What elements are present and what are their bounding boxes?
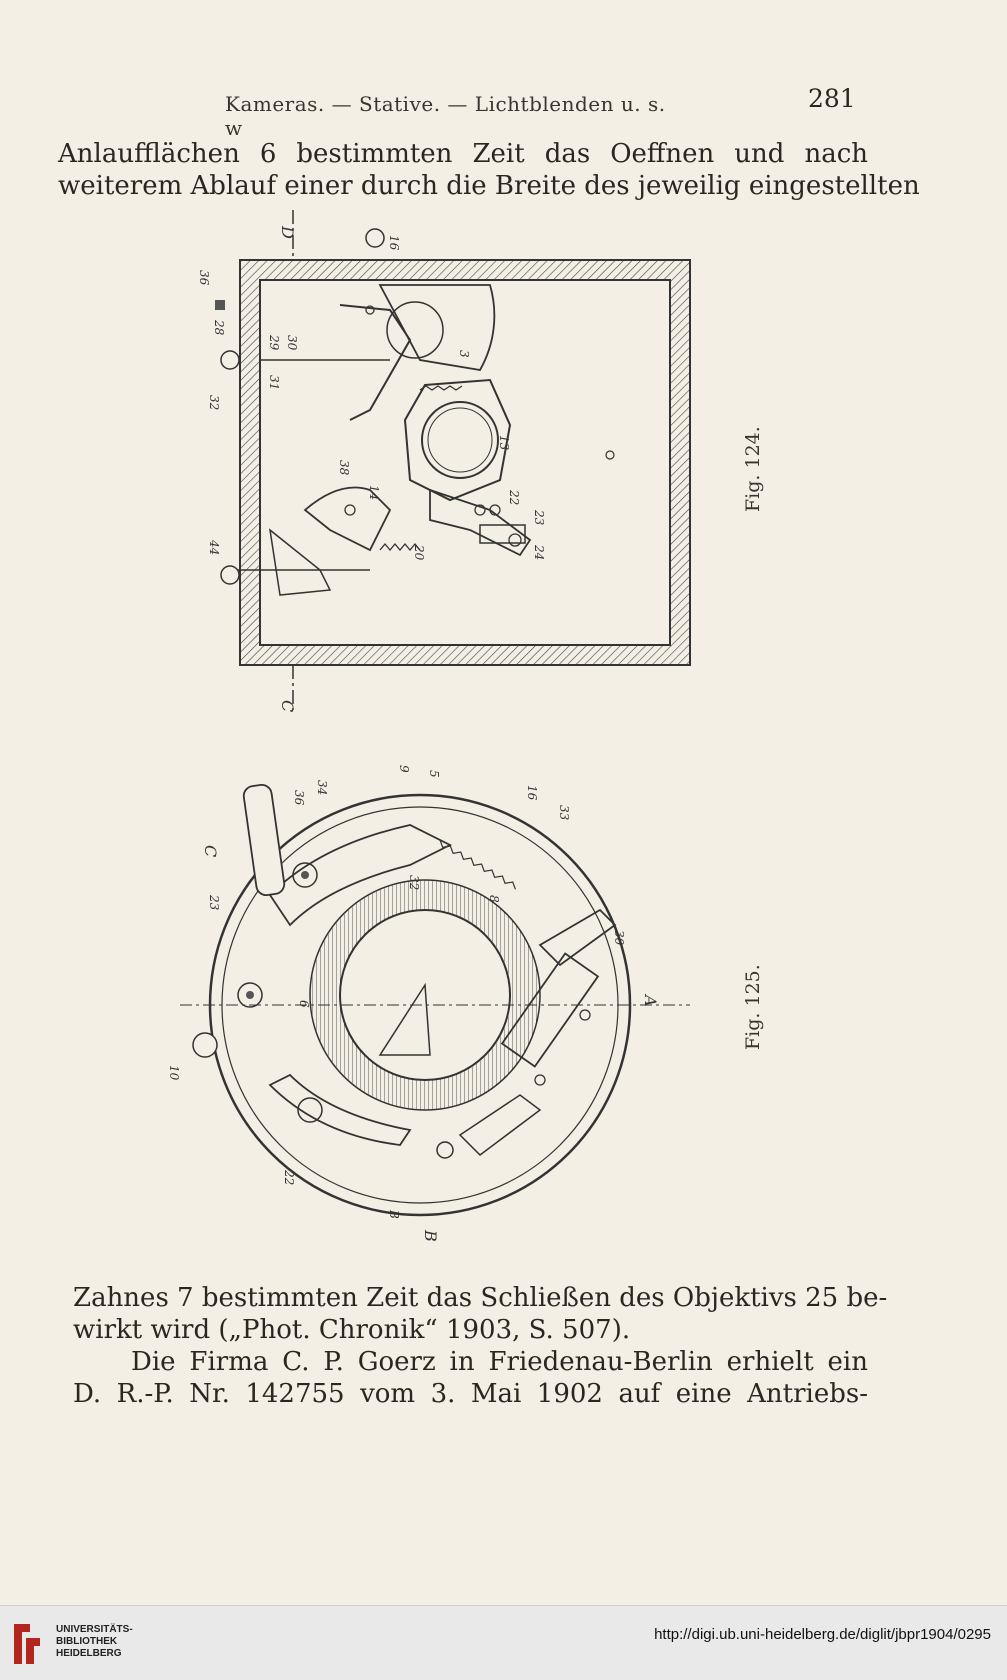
fig124-label: 20 [412, 544, 426, 561]
figure-124-caption: Fig. 124. [742, 426, 764, 512]
fig124-label: 38 [337, 460, 351, 476]
fig125-label: 32 [407, 875, 421, 890]
bottom-paragraph: Zahnes 7 bestimmten Zeit das Schließen d… [73, 1282, 888, 1410]
fig125-label: 9 [397, 765, 411, 773]
fig125-label: 5 [427, 770, 441, 778]
fig124-label: 3 [457, 350, 471, 358]
fig124-label: 22 [507, 489, 521, 505]
fig124-label: 36 [197, 270, 211, 286]
figure-125-drawing: C 23 36 34 9 5 16 33 30 A B 10 6 22 B 8 … [167, 765, 690, 1242]
library-name: UNIVERSITÄTS- BIBLIOTHEK HEIDELBERG [56, 1624, 133, 1660]
fig124-label: 31 [267, 375, 281, 390]
fig125-label: 6 [297, 1000, 311, 1008]
fig124-label: 23 [532, 509, 546, 526]
fig124-label: 16 [387, 235, 401, 251]
running-head: Kameras. — Stative. — Lichtblenden u. s.… [225, 92, 666, 140]
fig125-label: 10 [167, 1065, 181, 1081]
fig124-label: 24 [532, 544, 546, 560]
source-url-link[interactable]: http://digi.ub.uni-heidelberg.de/diglit/… [654, 1626, 991, 1643]
text-line: Zahnes 7 bestimmten Zeit das Schließen d… [73, 1283, 888, 1313]
fig125-label: 34 [315, 780, 329, 795]
text-line: weiterem Ablauf einer durch die Breite d… [58, 171, 920, 201]
library-footer-bar: UNIVERSITÄTS- BIBLIOTHEK HEIDELBERG http… [0, 1605, 1007, 1680]
fig125-label: 36 [292, 790, 306, 806]
fig125-label: 30 [612, 930, 626, 946]
fig124-label: 13 [497, 435, 511, 451]
fig125-label: A [641, 993, 660, 1007]
fig125-label: C [201, 845, 220, 857]
fig125-label: B [421, 1229, 440, 1242]
fig124-label: 29 [267, 334, 281, 351]
text-line: wirkt wird („Phot. Chronik“ 1903, S. 507… [73, 1315, 631, 1345]
text-line: Anlaufflächen 6 bestimmten Zeit das Oeff… [58, 139, 868, 169]
fig125-label: 22 [282, 1169, 296, 1185]
figure-125-caption: Fig. 125. [742, 964, 764, 1050]
fig125-label: 16 [525, 785, 539, 801]
page-number: 281 [808, 84, 856, 113]
fig124-label: C [278, 700, 297, 712]
fig124-label: 30 [285, 335, 299, 351]
library-name-line: HEIDELBERG [56, 1648, 122, 1659]
fig125-label: 8 [487, 895, 501, 903]
fig124-label: 32 [207, 395, 221, 410]
fig124-label: 44 [207, 539, 221, 555]
book-page: Kameras. — Stative. — Lichtblenden u. s.… [58, 84, 920, 1410]
text-line: D. R.-P. Nr. 142755 vom 3. Mai 1902 auf … [73, 1379, 868, 1409]
library-logo-icon [14, 1624, 40, 1664]
fig125-label: 23 [207, 894, 221, 911]
top-paragraph: Anlaufflächen 6 bestimmten Zeit das Oeff… [58, 138, 920, 202]
fig124-label: 14 [367, 485, 381, 500]
fig125-label: B [387, 1209, 401, 1219]
fig124-label: D [278, 225, 297, 239]
fig125-label: 33 [557, 805, 571, 821]
library-name-line: BIBLIOTHEK [56, 1636, 118, 1647]
text-line: Die Firma C. P. Goerz in Friedenau-Berli… [131, 1347, 868, 1377]
figure-124-drawing: D C 16 36 28 29 30 31 32 3 13 38 14 20 2… [197, 210, 691, 712]
library-name-line: UNIVERSITÄTS- [56, 1624, 133, 1635]
fig124-label: 28 [212, 319, 226, 336]
